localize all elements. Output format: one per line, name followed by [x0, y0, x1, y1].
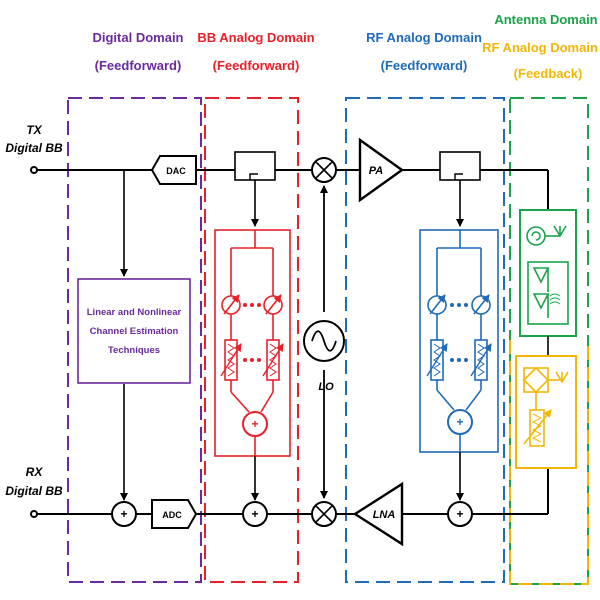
low-noise-amplifier: LNA: [352, 481, 404, 547]
antenna-domain-title-line1: Antenna Domain: [494, 12, 597, 27]
rx-label-line1: RX: [26, 465, 44, 479]
antenna-icon: [555, 371, 569, 384]
adc-label: ADC: [162, 510, 182, 520]
rx-signal-path: [30, 468, 549, 518]
rf-canceller-summer: +: [447, 409, 473, 435]
circulator-antenna: [526, 225, 567, 246]
rf-feedback-block: [515, 355, 577, 469]
adc-block: ADC: [151, 499, 198, 529]
bb-analog-domain-box: [204, 97, 299, 583]
rf-feedback-domain-box-overlay: [509, 340, 589, 585]
lna-label: LNA: [373, 509, 396, 521]
rf-summer-plus: +: [456, 507, 463, 521]
rx-mixer: [311, 501, 337, 527]
dac-block: DAC: [150, 155, 197, 185]
bb-phase-shifter-right: [263, 294, 283, 315]
digital-domain-title: Digital Domain (Feedforward): [92, 30, 183, 73]
bb-canceller-block: +: [214, 229, 291, 457]
digital-summer-plus: +: [120, 507, 127, 521]
antenna-block: [519, 209, 577, 337]
rf-canceller-block: +: [419, 229, 499, 453]
rf-analog-domain-box: [345, 97, 505, 583]
sine-oscillator-icon: [311, 330, 337, 352]
rf-feedback-domain-title-line2: (Feedback): [514, 66, 583, 81]
coupler-icon: [439, 151, 481, 181]
rf-analog-domain-title: RF Analog Domain (Feedforward): [366, 30, 482, 73]
digital-domain-title-line1: Digital Domain: [92, 30, 183, 45]
antenna-icon: [553, 225, 567, 238]
bb-analog-domain-title-line1: BB Analog Domain: [197, 30, 314, 45]
rx-label-line2: Digital BB: [5, 484, 63, 498]
antenna-icon: [532, 267, 550, 292]
bb-canceller-summer-plus: +: [251, 417, 258, 431]
local-oscillator: LO: [303, 320, 345, 393]
bb-analog-domain-title: BB Analog Domain (Feedforward): [197, 30, 314, 73]
rf-tap-ellipsis: [450, 303, 468, 362]
estimation-label-line3: Techniques: [108, 345, 160, 356]
variable-attenuator-icon: [529, 409, 545, 447]
rx-digital-bb-label: RX Digital BB: [5, 465, 63, 498]
bb-summer: +: [242, 501, 268, 527]
lo-label: LO: [318, 381, 334, 393]
rf-attenuator-right: [470, 339, 492, 381]
bb-phase-shifter-left: [221, 294, 241, 315]
bb-attenuator-right: [262, 339, 284, 381]
dac-label: DAC: [166, 166, 186, 176]
rf-phase-shifter-right: [471, 294, 491, 315]
channel-estimation-block: Linear and Nonlinear Channel Estimation …: [77, 278, 191, 384]
digital-summer: +: [111, 501, 137, 527]
tx-label-line1: TX: [26, 123, 42, 137]
tx-mixer: [311, 157, 337, 183]
bb-coupler: [234, 151, 276, 227]
antenna-domain-title: Antenna Domain: [494, 12, 597, 27]
estimation-label-line1: Linear and Nonlinear: [87, 307, 182, 318]
rf-feedback-domain-title: RF Analog Domain (Feedback): [482, 40, 598, 81]
pa-label: PA: [369, 165, 384, 177]
rf-coupler: [439, 151, 481, 227]
estimation-label-line2: Channel Estimation: [90, 326, 179, 337]
tx-label-line2: Digital BB: [5, 141, 63, 155]
rf-feedback-domain-title-line1: RF Analog Domain: [482, 40, 598, 55]
rf-attenuator-left: [426, 339, 448, 381]
digital-domain-box: [67, 97, 202, 583]
power-amplifier: PA: [358, 137, 405, 203]
bb-attenuator-left: [220, 339, 242, 381]
bb-tap-ellipsis: [243, 303, 261, 362]
digital-domain-title-line2: (Feedforward): [95, 58, 182, 73]
antenna-icon: [532, 293, 550, 318]
bb-summer-plus: +: [251, 507, 258, 521]
rf-analog-domain-title-line1: RF Analog Domain: [366, 30, 482, 45]
rf-summer: +: [447, 501, 473, 527]
rf-analog-domain-title-line2: (Feedforward): [381, 58, 468, 73]
separate-antennas: [527, 261, 569, 325]
tx-digital-bb-label: TX Digital BB: [5, 123, 63, 155]
rf-phase-shifter-left: [427, 294, 447, 315]
rf-canceller-summer-plus: +: [456, 415, 463, 429]
bb-canceller-summer: +: [242, 411, 268, 437]
bb-analog-domain-title-line2: (Feedforward): [213, 58, 300, 73]
